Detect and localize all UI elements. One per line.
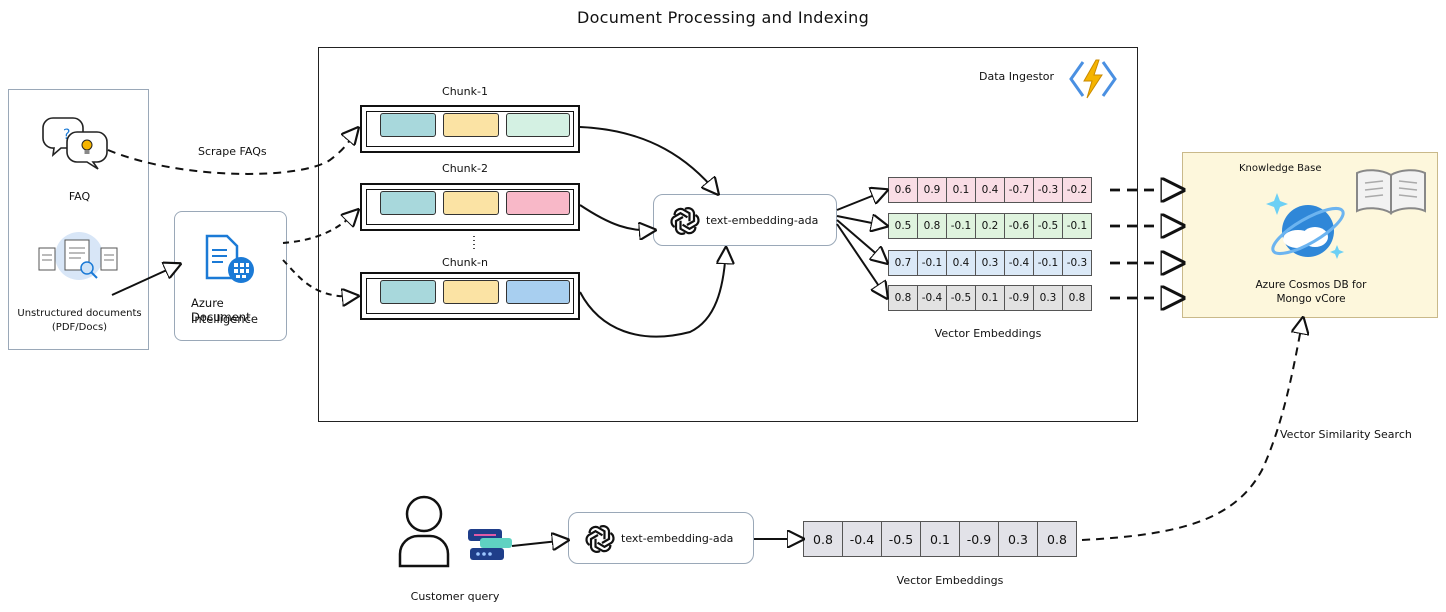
query-embedding-value: 0.3 <box>998 521 1038 557</box>
adi-to-chunk-2-edge <box>282 210 358 244</box>
adi-label-line2: Intelligence <box>191 312 258 326</box>
cosmos-db-label-line2: Mongo vCore <box>1276 293 1346 305</box>
chunk-1 <box>360 105 580 153</box>
faq-to-chunk-1-edge <box>107 128 358 175</box>
customer-query-label: Customer query <box>410 590 500 603</box>
embedding-value: -0.9 <box>1004 285 1034 311</box>
chunk-n-to-model-edge <box>579 248 726 338</box>
query-embedding-model-label: text-embedding-ada <box>621 532 734 545</box>
chunk-n <box>360 272 580 320</box>
model-to-embedding-4-edge <box>836 223 887 298</box>
embedding-model-box: text-embedding-ada <box>653 194 837 246</box>
data-ingestor-frame: Data Ingestor <box>318 47 1138 422</box>
query-vector-to-kb-edge <box>1081 318 1303 541</box>
chunk-n-label: Chunk-n <box>442 256 488 269</box>
faq-bubbles-icon: ? <box>42 117 108 170</box>
model-to-embedding-3-edge <box>836 219 887 263</box>
embedding-value: -0.3 <box>1062 250 1092 276</box>
knowledge-base-label: Knowledge Base <box>1239 163 1322 174</box>
sources-panel: ? FAQ Unstructured documents (PDF/Docs) <box>8 89 149 350</box>
openai-icon <box>585 525 615 553</box>
openai-icon <box>670 207 700 235</box>
chunk-n-segment <box>380 280 436 304</box>
cosmos-db-label-line1: Azure Cosmos DB for <box>1255 279 1367 291</box>
documents-icon <box>38 232 118 280</box>
docs-to-adi-edge <box>111 264 180 296</box>
diagram-title: Document Processing and Indexing <box>576 8 870 27</box>
chunk-1-segment <box>380 113 436 137</box>
cosmos-db-icon <box>1266 193 1345 259</box>
user-icon <box>398 495 450 568</box>
query-to-model-edge <box>511 540 568 546</box>
adi-to-chunk-n-edge <box>282 259 358 296</box>
embedding-value: -0.7 <box>1004 177 1034 203</box>
chunk-1-segment <box>506 113 570 137</box>
chunk-2-to-model-edge <box>579 204 655 230</box>
embedding-value: -0.4 <box>917 285 947 311</box>
embedding-value: 0.8 <box>1062 285 1092 311</box>
vector-similarity-label: Vector Similarity Search <box>1280 428 1412 441</box>
azure-doc-intelligence-icon <box>205 234 254 283</box>
model-to-embedding-2-edge <box>836 216 887 226</box>
chunk-n-segment <box>443 280 499 304</box>
embedding-value: -0.1 <box>946 213 976 239</box>
embedding-value: 0.4 <box>946 250 976 276</box>
embedding-value: -0.1 <box>1062 213 1092 239</box>
embedding-value: -0.1 <box>1033 250 1063 276</box>
scrape-faqs-label: Scrape FAQs <box>198 145 267 158</box>
adi-label-line1: Azure Document <box>191 296 251 324</box>
query-vector-embeddings-label: Vector Embeddings <box>896 574 1004 587</box>
embedding-value: 0.1 <box>975 285 1005 311</box>
svg-text:?: ? <box>63 127 70 143</box>
vector-embeddings-label: Vector Embeddings <box>934 327 1042 340</box>
docs-label-line2: (PDF/Docs) <box>51 322 108 333</box>
azure-document-intelligence-box: Azure Document Intelligence <box>174 211 287 341</box>
chunk-2-segment <box>443 191 499 215</box>
query-embedding-value: -0.9 <box>959 521 999 557</box>
chunk-2-segment <box>380 191 436 215</box>
chunk-2 <box>360 183 580 231</box>
faq-label: FAQ <box>68 190 91 203</box>
chunk-n-segment <box>506 280 570 304</box>
embedding-value: 0.5 <box>888 213 918 239</box>
docs-label-line1: Unstructured documents <box>17 308 142 319</box>
embedding-value: -0.6 <box>1004 213 1034 239</box>
azure-functions-icon <box>1069 59 1117 99</box>
query-icon <box>468 529 512 560</box>
embedding-value: -0.3 <box>1033 177 1063 203</box>
embedding-model-label: text-embedding-ada <box>706 214 819 227</box>
chunk-1-to-model-edge <box>579 126 718 194</box>
query-embedding-value: 0.8 <box>803 521 843 557</box>
book-icon <box>1356 169 1426 215</box>
knowledge-base-box: Knowledge Base Azure Cosmos DB for Mongo… <box>1182 152 1438 318</box>
model-to-embedding-1-edge <box>836 190 887 211</box>
data-ingestor-label: Data Ingestor <box>979 70 1055 83</box>
embedding-value: -0.2 <box>1062 177 1092 203</box>
embedding-value: 0.3 <box>975 250 1005 276</box>
embedding-value: 0.4 <box>975 177 1005 203</box>
chunk-2-label: Chunk-2 <box>442 162 488 175</box>
query-embedding-value: 0.8 <box>1037 521 1077 557</box>
chunk-1-segment <box>443 113 499 137</box>
chunk-2-segment <box>506 191 570 215</box>
chunk-1-label: Chunk-1 <box>442 85 488 98</box>
query-embedding-model-box: text-embedding-ada <box>568 512 754 564</box>
embedding-value: -0.5 <box>1033 213 1063 239</box>
